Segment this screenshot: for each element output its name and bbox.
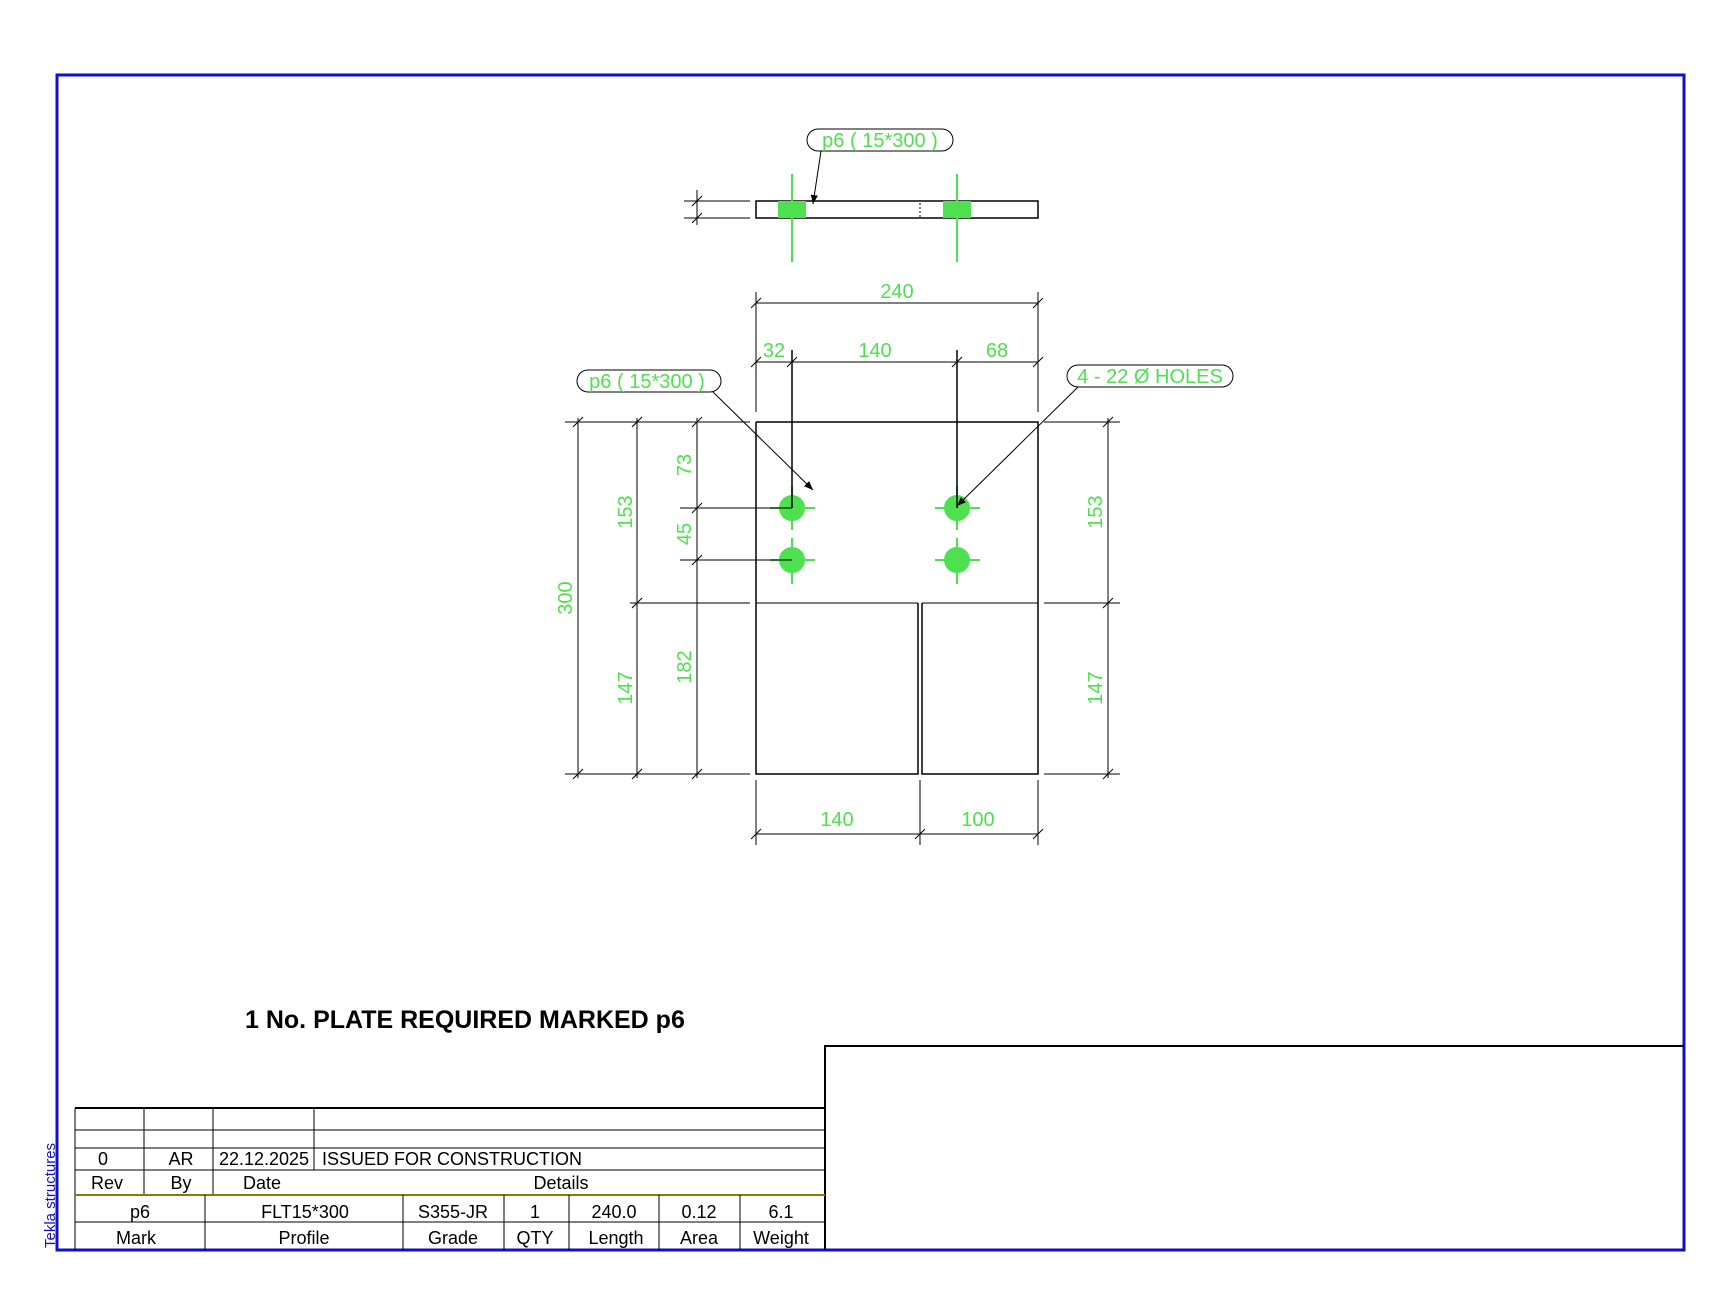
length-header: Length [588,1228,643,1248]
side-callout-bubble [806,128,954,152]
details-header: Details [533,1173,588,1193]
weight-header: Weight [753,1228,809,1248]
sheet-border [55,73,1686,1252]
dim-overall-width: 240 [880,281,913,303]
grade-header: Grade [428,1228,478,1248]
rev-header: Rev [91,1173,123,1193]
dim-upper-right: 153 [1085,495,1107,528]
dim-lower-right: 147 [1085,671,1107,704]
title-block [824,1045,1684,1250]
qty-header: QTY [516,1228,553,1248]
date-header: Date [243,1173,281,1193]
date-value: 22.12.2025 [219,1149,309,1169]
side-plate-outline [755,200,1039,219]
side-callout-text: p6 ( 15*300 ) [822,130,938,152]
holes-callout-text: 4 - 22 Ø HOLES [1077,366,1223,388]
dim-hole-edge-right: 68 [986,340,1008,362]
dim-overall-height: 300 [555,581,577,614]
length-value: 240.0 [591,1202,636,1222]
mark-header: Mark [116,1228,157,1248]
tekla-watermark: Tekla structures [42,1143,59,1248]
grade-value: S355-JR [418,1202,488,1222]
hole-group [770,486,980,584]
area-header: Area [680,1228,719,1248]
drawing-title: 1 No. PLATE REQUIRED MARKED p6 [245,1006,685,1034]
dim-bottom-right-width: 100 [961,809,994,831]
by-value: AR [168,1149,193,1169]
dim-hole-edge-left: 32 [763,340,785,362]
holes-callout-bubble [1066,364,1234,388]
dim-bottom-left-width: 140 [820,809,853,831]
dim-upper-left: 153 [615,495,637,528]
mark-value: p6 [130,1202,150,1222]
qty-value: 1 [530,1202,540,1222]
side-view: p6 ( 15*300 ) [684,128,1039,262]
plan-callout-text: p6 ( 15*300 ) [589,371,705,393]
dim-hole-spacing: 140 [858,340,891,362]
dim-lower-left: 147 [615,671,637,704]
plan-callout-bubble [576,369,722,393]
dim-hole-bottom-offset: 182 [674,650,696,683]
by-header: By [170,1173,191,1193]
revision-table [74,1107,825,1250]
details-value: ISSUED FOR CONSTRUCTION [322,1149,582,1169]
profile-header: Profile [278,1228,329,1248]
rev-value: 0 [98,1149,108,1169]
profile-value: FLT15*300 [261,1202,349,1222]
dim-hole-row-spacing: 45 [674,523,696,545]
parts-table [75,1195,825,1250]
plan-view: 240 32 140 68 300 153 147 73 45 18 [555,281,1234,845]
plate-outline [755,421,1039,775]
dim-hole-top-offset: 73 [674,454,696,476]
weight-value: 6.1 [768,1202,793,1222]
area-value: 0.12 [681,1202,716,1222]
